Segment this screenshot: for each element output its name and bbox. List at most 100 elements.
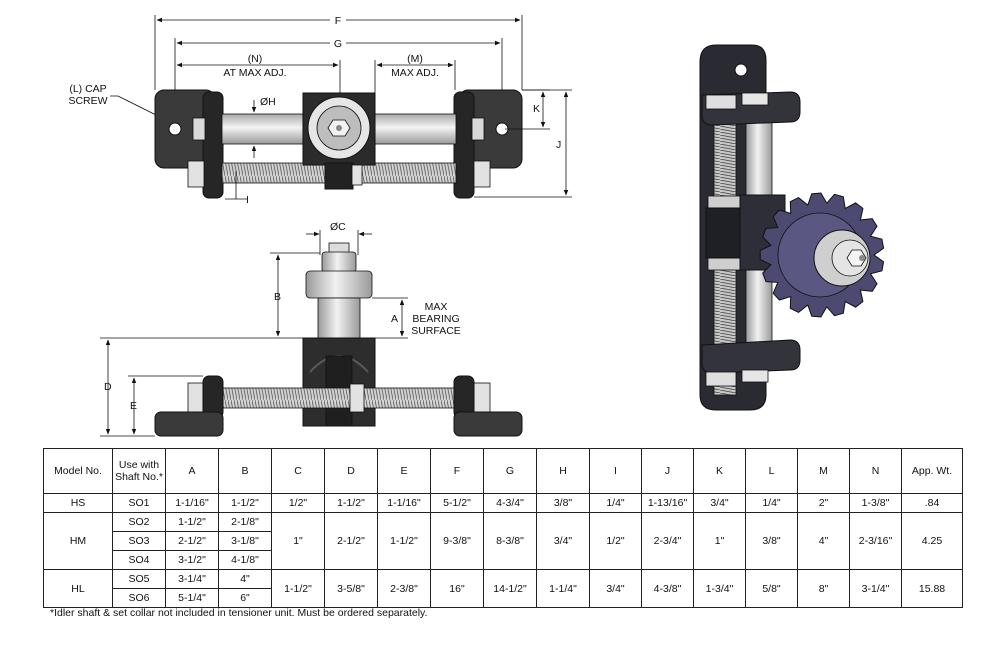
idler-tensioner-top-view: F G (N) AT MAX ADJ. (M) MAX ADJ. (L) CAP… <box>68 12 572 206</box>
dim-k-cell: 1-3/4" <box>693 569 746 608</box>
dim-f-cell: 5-1/2" <box>430 493 484 513</box>
dim-b-cell: 4" <box>218 569 272 589</box>
shaft-cell: SO4 <box>112 550 166 570</box>
dim-m-cell: 8" <box>797 569 850 608</box>
dim-k-cell: 1" <box>693 512 746 570</box>
dim-label-m-note: MAX ADJ. <box>391 67 439 79</box>
column-header: B <box>218 448 272 494</box>
dim-j-cell: 2-3/4" <box>641 512 694 570</box>
dim-g-cell: 8-3/8" <box>483 512 537 570</box>
column-header: N <box>849 448 902 494</box>
dim-j-cell: 4-3/8" <box>641 569 694 608</box>
max-bearing-label-2: BEARING <box>412 313 459 325</box>
dim-f-cell: 16" <box>430 569 484 608</box>
column-header: L <box>745 448 798 494</box>
dim-l-cell: 3/8" <box>745 512 798 570</box>
column-header: G <box>483 448 537 494</box>
dim-a-cell: 2-1/2" <box>165 531 219 551</box>
column-header: C <box>271 448 325 494</box>
idler-tensioner-side-view: ØC B A MAX BEARING SURFACE <box>100 221 523 437</box>
column-header: E <box>377 448 431 494</box>
dim-k-cell: 3/4" <box>693 493 746 513</box>
dim-n-cell: 1-3/8" <box>849 493 902 513</box>
dim-g-cell: 14-1/2" <box>483 569 537 608</box>
dim-l-cell: 5/8" <box>745 569 798 608</box>
dim-d-cell: 2-1/2" <box>324 512 378 570</box>
dim-wt-cell: .84 <box>901 493 963 513</box>
dim-h-cell: 1-1/4" <box>536 569 590 608</box>
dim-a-cell: 3-1/4" <box>165 569 219 589</box>
dim-n-cell: 2-3/16" <box>849 512 902 570</box>
dim-b-cell: 2-1/8" <box>218 512 272 532</box>
max-bearing-label-3: SURFACE <box>411 325 461 337</box>
footnote: *Idler shaft & set collar not included i… <box>50 607 428 619</box>
column-header: K <box>693 448 746 494</box>
cap-screw-label-2: SCREW <box>68 95 107 107</box>
shaft-cell: SO3 <box>112 531 166 551</box>
dim-i-cell: 3/4" <box>589 569 642 608</box>
dim-c-cell: 1-1/2" <box>271 569 325 608</box>
dim-m-cell: 2" <box>797 493 850 513</box>
dim-label-b: B <box>274 291 281 303</box>
dim-label-h: ØH <box>260 96 276 108</box>
dim-m-cell: 4" <box>797 512 850 570</box>
dim-b-cell: 1-1/2" <box>218 493 272 513</box>
dim-label-n-note: AT MAX ADJ. <box>223 67 286 79</box>
dim-i-cell: 1/2" <box>589 512 642 570</box>
dim-g-cell: 4-3/4" <box>483 493 537 513</box>
cap-screw-label: (L) CAP <box>69 83 106 95</box>
dim-n-cell: 3-1/4" <box>849 569 902 608</box>
dim-label-i: I <box>246 194 249 206</box>
dim-j-cell: 1-13/16" <box>641 493 694 513</box>
dim-a-cell: 5-1/4" <box>165 588 219 608</box>
model-cell: HS <box>43 493 113 513</box>
dim-label-a: A <box>391 313 398 325</box>
column-header: A <box>165 448 219 494</box>
dim-label-d: D <box>104 381 112 393</box>
column-header: D <box>324 448 378 494</box>
column-header: F <box>430 448 484 494</box>
shaft-cell: SO5 <box>112 569 166 589</box>
column-header: App. Wt. <box>901 448 963 494</box>
dim-label-m: (M) <box>407 53 423 65</box>
column-header: J <box>641 448 694 494</box>
dim-a-cell: 1-1/16" <box>165 493 219 513</box>
shaft-cell: SO2 <box>112 512 166 532</box>
dim-b-cell: 4-1/8" <box>218 550 272 570</box>
shaft-cell: SO1 <box>112 493 166 513</box>
dim-wt-cell: 15.88 <box>901 569 963 608</box>
dim-d-cell: 1-1/2" <box>324 493 378 513</box>
dim-c-cell: 1" <box>271 512 325 570</box>
dim-e-cell: 1-1/16" <box>377 493 431 513</box>
dim-l-cell: 1/4" <box>745 493 798 513</box>
dim-wt-cell: 4.25 <box>901 512 963 570</box>
dim-label-c: ØC <box>330 221 346 233</box>
shaft-cell: SO6 <box>112 588 166 608</box>
dim-label-e: E <box>130 400 137 412</box>
dim-a-cell: 1-1/2" <box>165 512 219 532</box>
dim-a-cell: 3-1/2" <box>165 550 219 570</box>
dim-f-cell: 9-3/8" <box>430 512 484 570</box>
column-header: H <box>536 448 590 494</box>
dim-c-cell: 1/2" <box>271 493 325 513</box>
dim-label-n: (N) <box>248 53 263 65</box>
column-header: Model No. <box>43 448 113 494</box>
model-cell: HM <box>43 512 113 570</box>
dim-i-cell: 1/4" <box>589 493 642 513</box>
model-cell: HL <box>43 569 113 608</box>
dim-label-g: G <box>334 38 342 50</box>
dim-e-cell: 1-1/2" <box>377 512 431 570</box>
dim-label-j: J <box>556 139 561 151</box>
column-header: M <box>797 448 850 494</box>
dim-b-cell: 3-1/8" <box>218 531 272 551</box>
dim-b-cell: 6" <box>218 588 272 608</box>
